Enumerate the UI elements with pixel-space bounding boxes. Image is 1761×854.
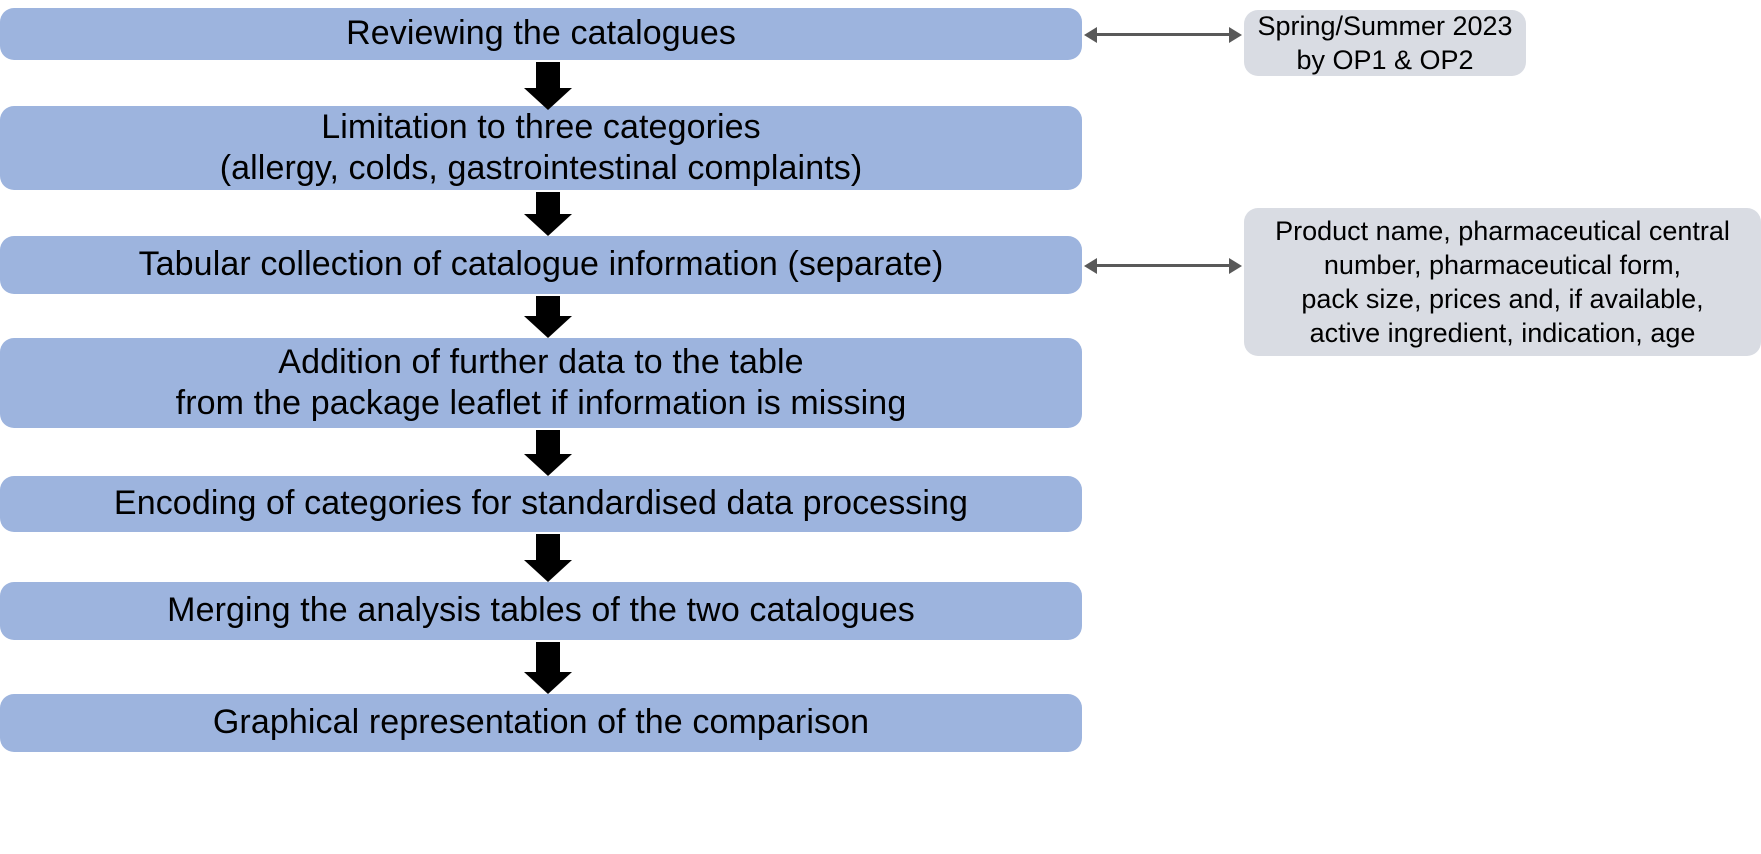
arrow-head-left	[1084, 258, 1097, 274]
arrow-head	[524, 560, 572, 582]
arrow-head-right	[1229, 27, 1242, 43]
annotation-box-1: Spring/Summer 2023 by OP1 & OP2	[1244, 10, 1526, 76]
flow-arrow-down-icon	[524, 642, 572, 694]
process-box-label: (allergy, colds, gastrointestinal compla…	[219, 149, 863, 187]
arrow-shaft	[536, 62, 560, 88]
process-box-2: Limitation to three categories(allergy, …	[0, 106, 1082, 190]
arrow-head-left	[1084, 27, 1097, 43]
process-box-label: Reviewing the catalogues	[346, 14, 736, 53]
process-box-label: Encoding of categories for standardised …	[113, 484, 969, 523]
arrow-head	[524, 454, 572, 476]
arrow-head	[524, 672, 572, 694]
process-box-5: Encoding of categories for standardised …	[0, 476, 1082, 532]
annotation-label: Spring/Summer 2023	[1257, 10, 1513, 41]
connector-line	[1095, 33, 1231, 36]
flow-arrow-down-icon	[524, 296, 572, 338]
process-box-label: Merging the analysis tables of the two c…	[167, 591, 915, 630]
annotation-label: active ingredient, indication, age	[1309, 318, 1696, 349]
arrow-shaft	[536, 296, 560, 316]
arrow-head-right	[1229, 258, 1242, 274]
flow-arrow-down-icon	[524, 192, 572, 236]
annotation-label: Product name, pharmaceutical central	[1275, 215, 1730, 246]
arrow-shaft	[536, 642, 560, 672]
annotation-connector-double-arrow-icon	[1084, 256, 1242, 274]
process-box-label: Graphical representation of the comparis…	[212, 703, 870, 742]
flow-arrow-down-icon	[524, 534, 572, 582]
process-box-7: Graphical representation of the comparis…	[0, 694, 1082, 752]
flow-arrow-down-icon	[524, 62, 572, 110]
process-box-6: Merging the analysis tables of the two c…	[0, 582, 1082, 640]
arrow-head	[524, 88, 572, 110]
process-box-label: Limitation to three categories	[321, 107, 761, 146]
connector-line	[1095, 264, 1231, 267]
process-box-label: Addition of further data to the table	[278, 342, 804, 381]
annotation-label: by OP1 & OP2	[1296, 45, 1474, 75]
process-box-1: Reviewing the catalogues	[0, 8, 1082, 60]
arrow-shaft	[536, 534, 560, 560]
process-box-label: Tabular collection of catalogue informat…	[138, 245, 944, 284]
annotation-connector-double-arrow-icon	[1084, 25, 1242, 43]
arrow-head	[524, 214, 572, 236]
annotation-label: pack size, prices and, if available,	[1301, 284, 1704, 314]
arrow-shaft	[536, 430, 560, 454]
arrow-shaft	[536, 192, 560, 214]
annotation-label: number, pharmaceutical form,	[1323, 249, 1682, 280]
flow-arrow-down-icon	[524, 430, 572, 476]
process-box-label: from the package leaflet if information …	[175, 384, 907, 422]
process-box-3: Tabular collection of catalogue informat…	[0, 236, 1082, 294]
arrow-head	[524, 316, 572, 338]
